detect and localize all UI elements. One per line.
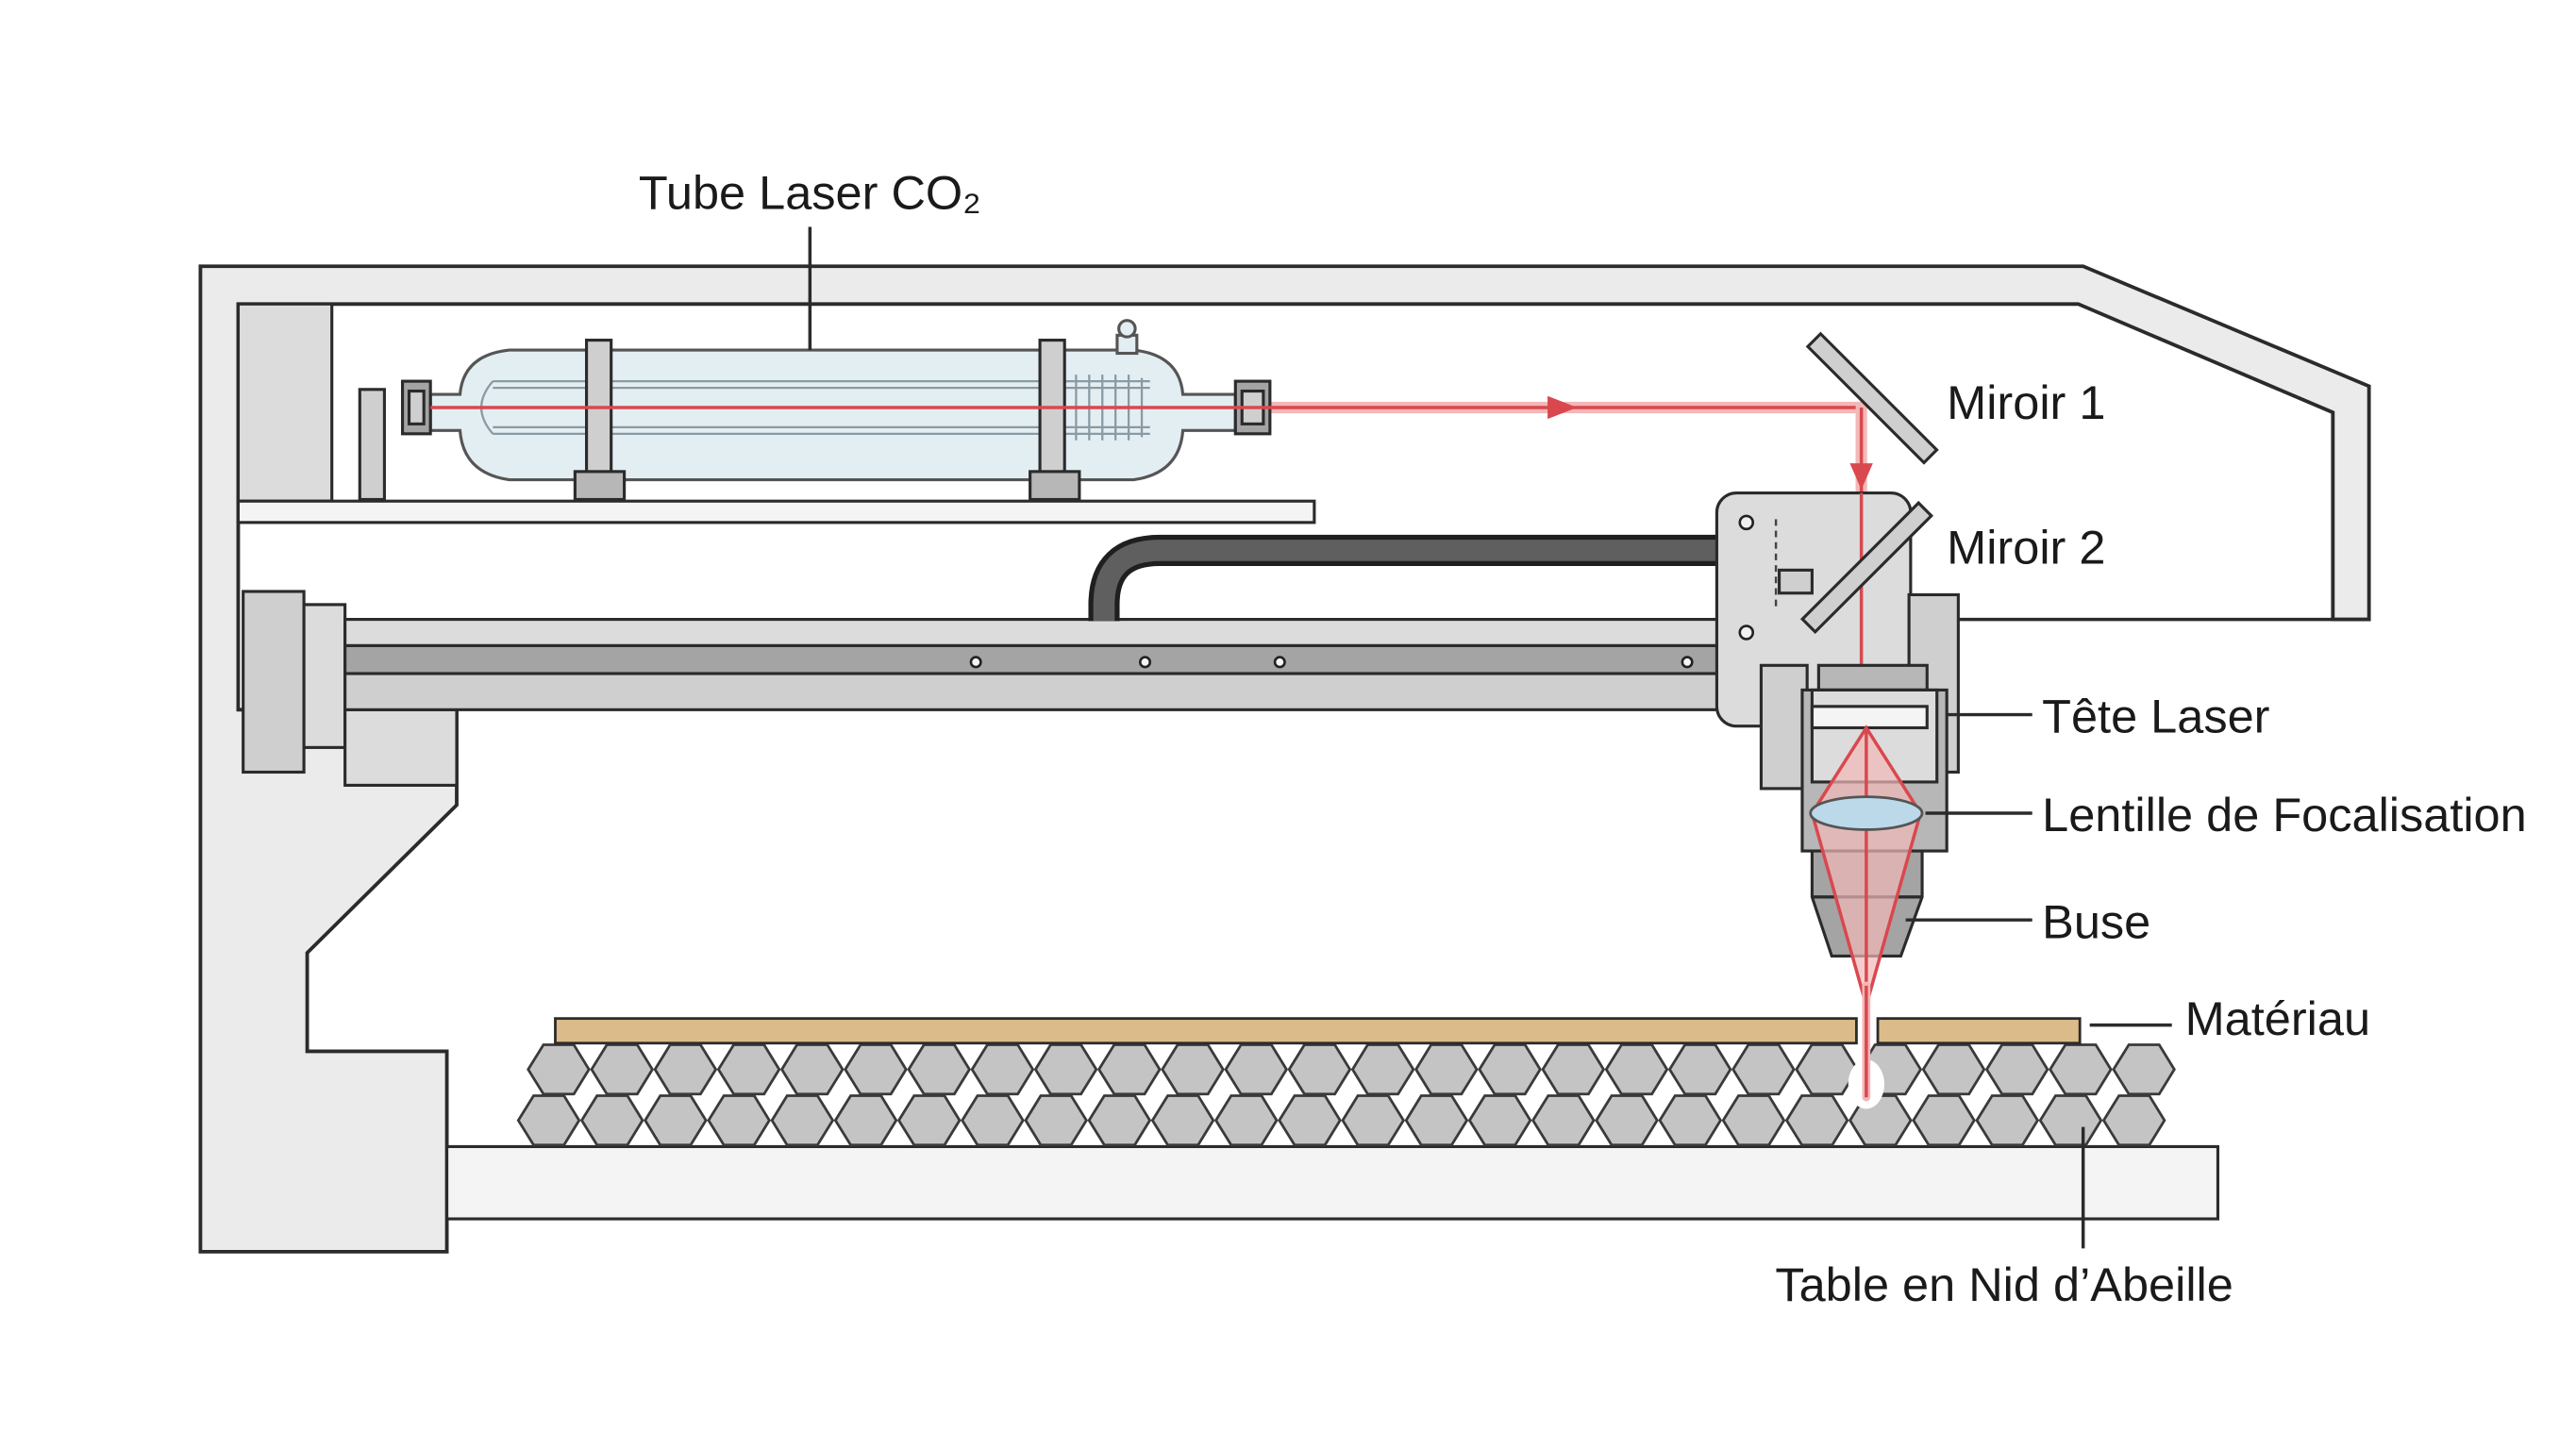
beam-direction-arrow-down	[1849, 463, 1873, 491]
honeycomb-cell	[1667, 1043, 1732, 1096]
honeycomb-cell	[1341, 1094, 1406, 1147]
honeycomb-cell	[2112, 1043, 2176, 1096]
honeycomb-cell	[1912, 1094, 1976, 1147]
honeycomb-cell	[1604, 1043, 1669, 1096]
honeycomb-cell	[1024, 1094, 1089, 1147]
gantry-rail-bottom	[343, 672, 1727, 711]
honeycomb-cell	[1721, 1094, 1786, 1147]
honeycomb-cell	[1984, 1043, 2049, 1096]
honeycomb-cell	[644, 1094, 708, 1147]
cable-chain	[1093, 540, 1726, 622]
base-table	[445, 1144, 2220, 1221]
honeycomb-cell	[579, 1094, 644, 1147]
machine-frame	[198, 264, 2371, 1254]
laser-tube-left-cap-inner	[407, 389, 426, 425]
honeycomb-cell	[1531, 1094, 1596, 1147]
honeycomb-cell	[527, 1043, 591, 1096]
rail-bolt	[969, 656, 982, 669]
honeycomb-cell	[653, 1043, 718, 1096]
label-honeycomb-table: Table en Nid d’Abeille	[1775, 1257, 2233, 1311]
mirror-2	[1799, 500, 1934, 635]
label-mirror-1: Miroir 1	[1947, 375, 2105, 429]
tube-shelf	[236, 499, 1316, 525]
tube-clamp-right-base	[1029, 470, 1081, 502]
label-laser-tube: Tube Laser CO₂	[639, 165, 981, 219]
tube-clamp-right	[1038, 339, 1066, 483]
material-board-right	[1876, 1017, 2082, 1045]
carriage-screw	[1738, 514, 1755, 531]
laser-tube	[400, 319, 1272, 502]
honeycomb-table	[516, 1043, 2176, 1147]
honeycomb-cell	[1478, 1043, 1542, 1096]
gantry-rail-middle	[343, 643, 1727, 675]
honeycomb-cell	[770, 1094, 835, 1147]
honeycomb-cell	[1404, 1094, 1469, 1147]
honeycomb-cell	[1975, 1094, 2040, 1147]
tube-clamp-left-base	[573, 470, 627, 502]
honeycomb-cell	[707, 1094, 771, 1147]
material-board-left	[554, 1017, 1858, 1045]
honeycomb-cell	[1921, 1043, 1986, 1096]
laser-tube-water-port-top	[1117, 319, 1137, 339]
honeycomb-cell	[1161, 1043, 1225, 1096]
focusing-lens	[1809, 795, 1924, 831]
honeycomb-cell	[970, 1043, 1035, 1096]
honeycomb-cell	[1096, 1043, 1162, 1096]
honeycomb-cell	[1784, 1094, 1849, 1147]
tube-clamp-left	[584, 339, 613, 483]
honeycomb-cell	[1224, 1043, 1289, 1096]
honeycomb-cell	[1033, 1043, 1098, 1096]
honeycomb-cell	[590, 1043, 655, 1096]
label-nozzle: Buse	[2042, 894, 2150, 948]
honeycomb-cell	[716, 1043, 781, 1096]
laser-tube-inner-bore	[480, 379, 1150, 435]
tube-end-post	[358, 388, 386, 502]
rail-bolt	[1273, 656, 1286, 669]
honeycomb-cell	[1350, 1043, 1415, 1096]
head-collar	[1816, 663, 1929, 692]
honeycomb-cell	[1278, 1094, 1342, 1147]
gantry-end-block	[242, 590, 306, 774]
honeycomb-cell	[1467, 1094, 1532, 1147]
honeycomb-cell	[1795, 1043, 1859, 1096]
honeycomb-cell	[2038, 1094, 2103, 1147]
honeycomb-cell	[1658, 1094, 1723, 1147]
honeycomb-cell	[779, 1043, 845, 1096]
honeycomb-cell	[1287, 1043, 1352, 1096]
mirror-2-mount	[1778, 568, 1814, 595]
honeycomb-cell	[2049, 1043, 2113, 1096]
head-left-block	[1759, 663, 1809, 791]
tube-mount-block	[236, 302, 334, 503]
honeycomb-cell	[1213, 1094, 1279, 1147]
gantry-end-block-inner	[302, 603, 347, 749]
rail-bolt	[1138, 656, 1152, 669]
honeycomb-cell	[516, 1094, 581, 1147]
honeycomb-cell	[1413, 1043, 1479, 1096]
gantry-support-block	[343, 708, 459, 787]
honeycomb-cell	[2101, 1094, 2166, 1147]
gantry-rail	[242, 590, 1727, 787]
honeycomb-cell	[1731, 1043, 1796, 1096]
honeycomb-cell	[1541, 1043, 1606, 1096]
honeycomb-cell	[1150, 1094, 1215, 1147]
gantry-rail-top	[343, 618, 1727, 647]
honeycomb-cell	[1595, 1094, 1659, 1147]
honeycomb-cell	[907, 1043, 972, 1096]
rail-bolt	[1681, 656, 1694, 669]
label-laser-head: Tête Laser	[2042, 690, 2269, 743]
carriage-screw	[1738, 625, 1755, 641]
label-mirror-2: Miroir 2	[1947, 520, 2105, 574]
head-plate	[1810, 705, 1929, 730]
honeycomb-cell	[896, 1094, 962, 1147]
mirror-1	[1805, 331, 1939, 465]
label-material: Matériau	[2185, 991, 2370, 1045]
honeycomb-cell	[1087, 1094, 1152, 1147]
honeycomb-cell	[844, 1043, 908, 1096]
honeycomb-cell	[961, 1094, 1025, 1147]
honeycomb-cell	[833, 1094, 898, 1147]
beam-direction-arrow-right	[1547, 395, 1578, 420]
label-focusing-lens: Lentille de Focalisation	[2042, 788, 2527, 841]
